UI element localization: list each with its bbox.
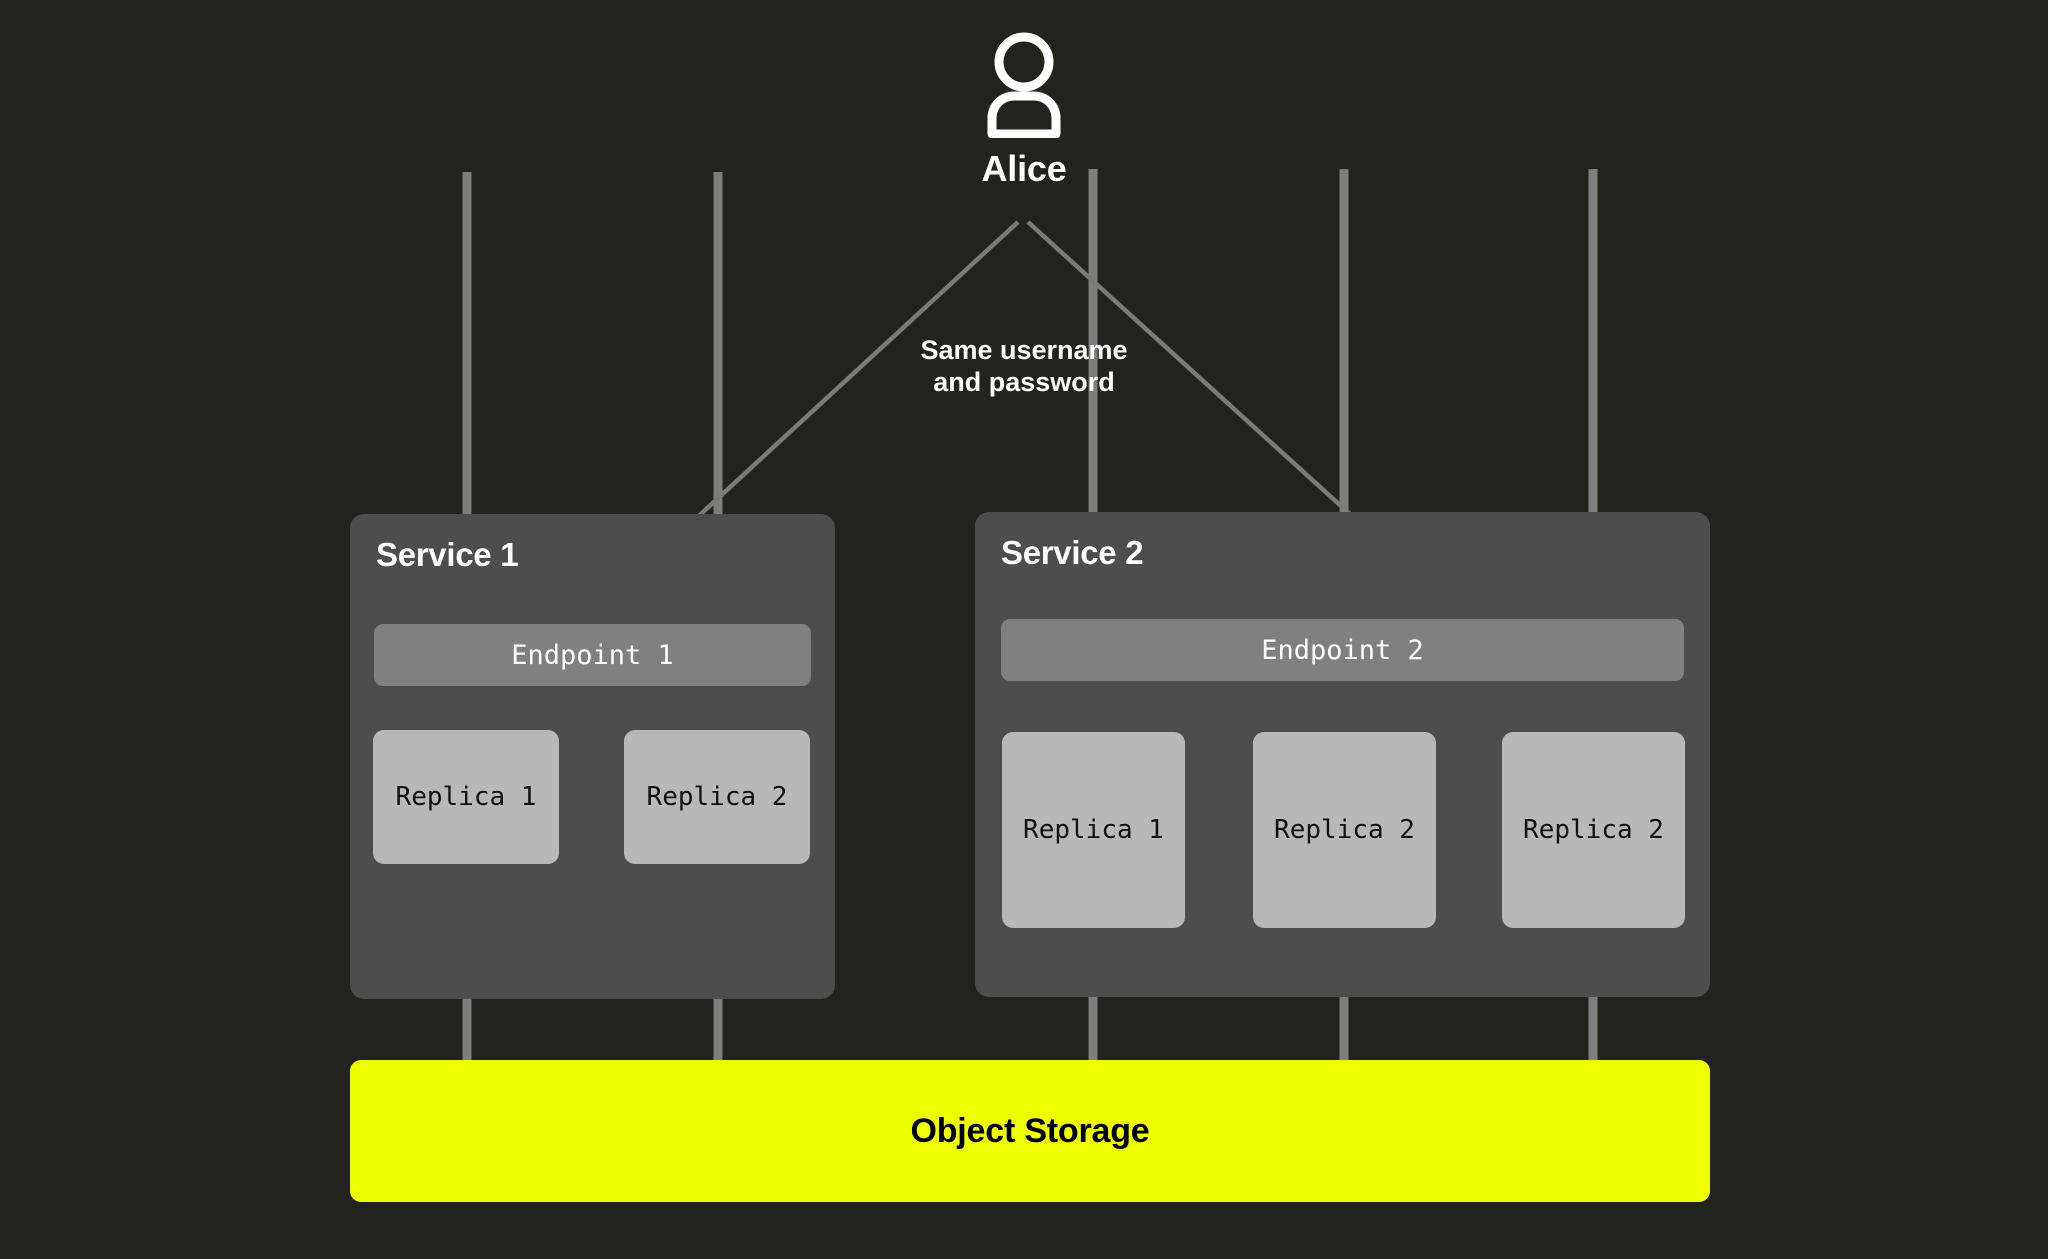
service-2-replica-1[interactable]: Replica 1 — [1002, 732, 1185, 928]
service-2-replica-3[interactable]: Replica 2 — [1502, 732, 1685, 928]
user-icon — [987, 32, 1061, 138]
service-card-2[interactable]: Service 2 Endpoint 2 Replica 1 Replica 2… — [975, 512, 1710, 997]
service-card-1[interactable]: Service 1 Endpoint 1 Replica 1 Replica 2 — [350, 514, 835, 999]
edge-caption-line-2: and password — [933, 366, 1115, 397]
edge-caption-line-1: Same username — [920, 335, 1128, 365]
object-storage-node[interactable]: Object Storage — [350, 1060, 1710, 1202]
actor-alice: Alice — [0, 30, 2048, 190]
service-2-replica-2[interactable]: Replica 2 — [1253, 732, 1436, 928]
service-2-title: Service 2 — [1001, 534, 1144, 571]
service-1-title: Service 1 — [376, 536, 519, 573]
service-1-replica-1[interactable]: Replica 1 — [373, 730, 559, 864]
service-1-endpoint[interactable]: Endpoint 1 — [374, 624, 811, 686]
service-1-replica-2[interactable]: Replica 2 — [624, 730, 810, 864]
edge-caption: Same username and password — [814, 335, 1234, 399]
service-2-endpoint[interactable]: Endpoint 2 — [1001, 619, 1684, 681]
actor-name-label: Alice — [981, 148, 1067, 189]
object-storage-label: Object Storage — [910, 1111, 1150, 1150]
